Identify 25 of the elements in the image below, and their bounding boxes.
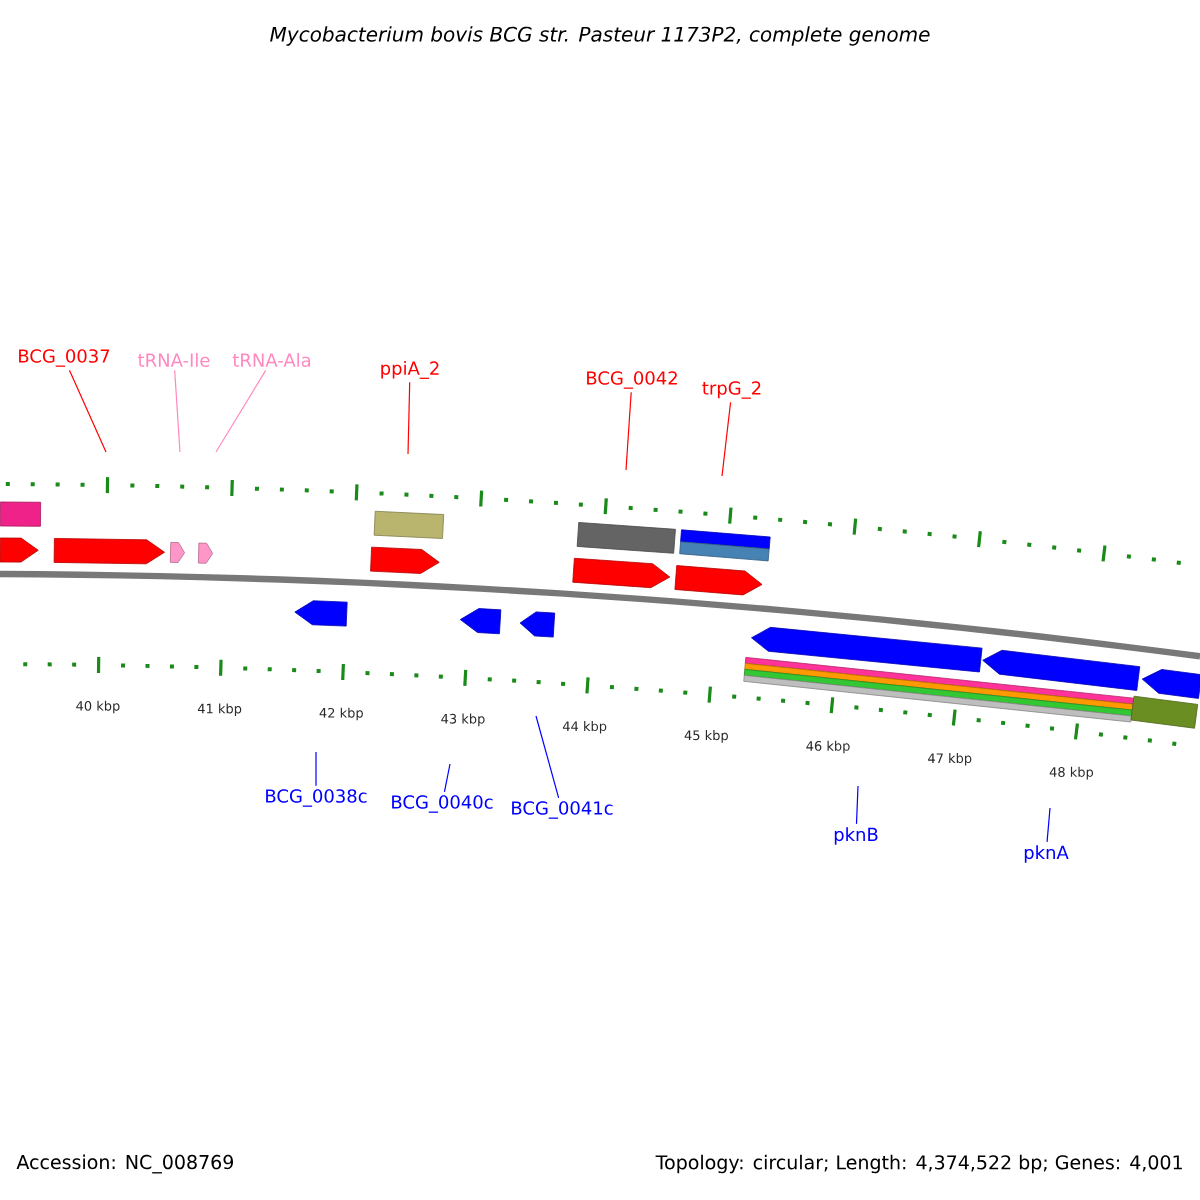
gene-label: BCG_0040c bbox=[392, 795, 493, 813]
gene-label: ppiA_2 bbox=[381, 361, 439, 379]
gene-label: trpG_2 bbox=[702, 381, 761, 399]
leader-line bbox=[1046, 807, 1051, 843]
leader-line bbox=[68, 369, 107, 453]
title: Mycobacterium bovis BCG str. Pasteur 1173P2, complete genome bbox=[270, 26, 930, 46]
leader-line bbox=[215, 369, 267, 453]
accession-text: Accession: NC_008769 bbox=[16, 1154, 233, 1174]
gene-label: BCG_0038c bbox=[266, 789, 367, 807]
leader-line bbox=[721, 401, 732, 477]
gene-label: tRNA-Ile bbox=[138, 353, 210, 367]
gene-label: pknA bbox=[1024, 845, 1069, 863]
gene-label: BCG_0037 bbox=[19, 349, 110, 367]
gene-label: tRNA-Ala bbox=[232, 353, 311, 367]
leader-line bbox=[443, 763, 451, 793]
leader-line bbox=[855, 785, 859, 825]
gene-label: BCG_0042 bbox=[587, 371, 677, 389]
leader-line bbox=[315, 751, 317, 787]
leader-line bbox=[407, 381, 411, 455]
leader-line bbox=[174, 369, 181, 453]
leader-line bbox=[625, 391, 632, 471]
genome-info-text: Topology: circular; Length: 4,374,522 bp; Genes: 4,001 bbox=[655, 1154, 1182, 1174]
leader-line bbox=[535, 715, 560, 799]
gene-label: pknB bbox=[834, 827, 878, 845]
gene-label: BCG_0041c bbox=[512, 801, 613, 819]
